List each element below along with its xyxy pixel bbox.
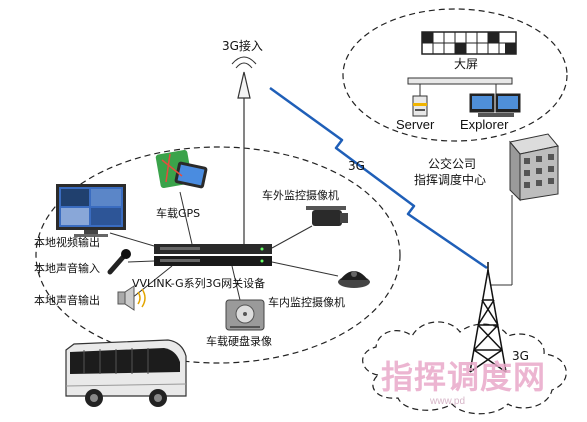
speaker-icon (117, 285, 146, 311)
link-video-out (109, 232, 155, 247)
wireless-link-3g (269, 86, 488, 270)
antenna-icon (231, 56, 257, 99)
gateway-device-icon (154, 244, 272, 266)
link-audio-in (127, 260, 155, 263)
bus-icon (65, 339, 187, 407)
vehicle-system-boundary (35, 146, 401, 364)
hdd-recorder-label: 车载硬盘录像 (206, 335, 272, 348)
server-label: Server (396, 117, 435, 132)
center-label-line2: 指挥调度中心 (414, 173, 487, 187)
link-gps (179, 191, 193, 245)
microphone-icon (107, 249, 131, 275)
hard-disk-icon (225, 299, 265, 331)
link-3g-label: 3G (348, 159, 365, 173)
watermark-text: 指挥调度网 (381, 358, 547, 396)
monitor-icon (56, 184, 126, 237)
audio-in-label: 本地声音输入 (34, 262, 100, 275)
link-hdd (231, 265, 241, 301)
big-screen-icon (421, 31, 517, 55)
watermark-url: www.pd (430, 396, 466, 407)
explorer-label: Explorer (460, 117, 509, 132)
link-outside-camera (271, 225, 313, 249)
gps-label: 车载GPS (156, 207, 201, 220)
server-icon (412, 95, 428, 117)
big-screen-label: 大屏 (454, 57, 479, 71)
inside-camera-label: 车内监控摄像机 (268, 296, 345, 309)
center-label-line1: 公交公司 (428, 157, 477, 171)
lan-bus (407, 77, 513, 85)
tower-icon (469, 262, 507, 373)
dome-camera-icon (338, 271, 370, 288)
video-out-label: 本地视频输出 (34, 236, 100, 249)
link-inside-camera (271, 261, 339, 277)
cloud-shape (362, 321, 567, 415)
access-3g-label: 3G接入 (222, 39, 263, 53)
tower-3g-label: 3G (512, 349, 529, 363)
dispatch-center-boundary (342, 8, 568, 142)
gps-map-icon (155, 149, 208, 189)
camera-icon (306, 206, 348, 226)
audio-out-label: 本地声音输出 (34, 294, 100, 307)
building-icon (509, 133, 559, 202)
gateway-label: VVLINK-G系列3G网关设备 (132, 277, 266, 290)
workstation-icon (469, 93, 521, 117)
outside-camera-label: 车外监控摄像机 (262, 189, 339, 202)
